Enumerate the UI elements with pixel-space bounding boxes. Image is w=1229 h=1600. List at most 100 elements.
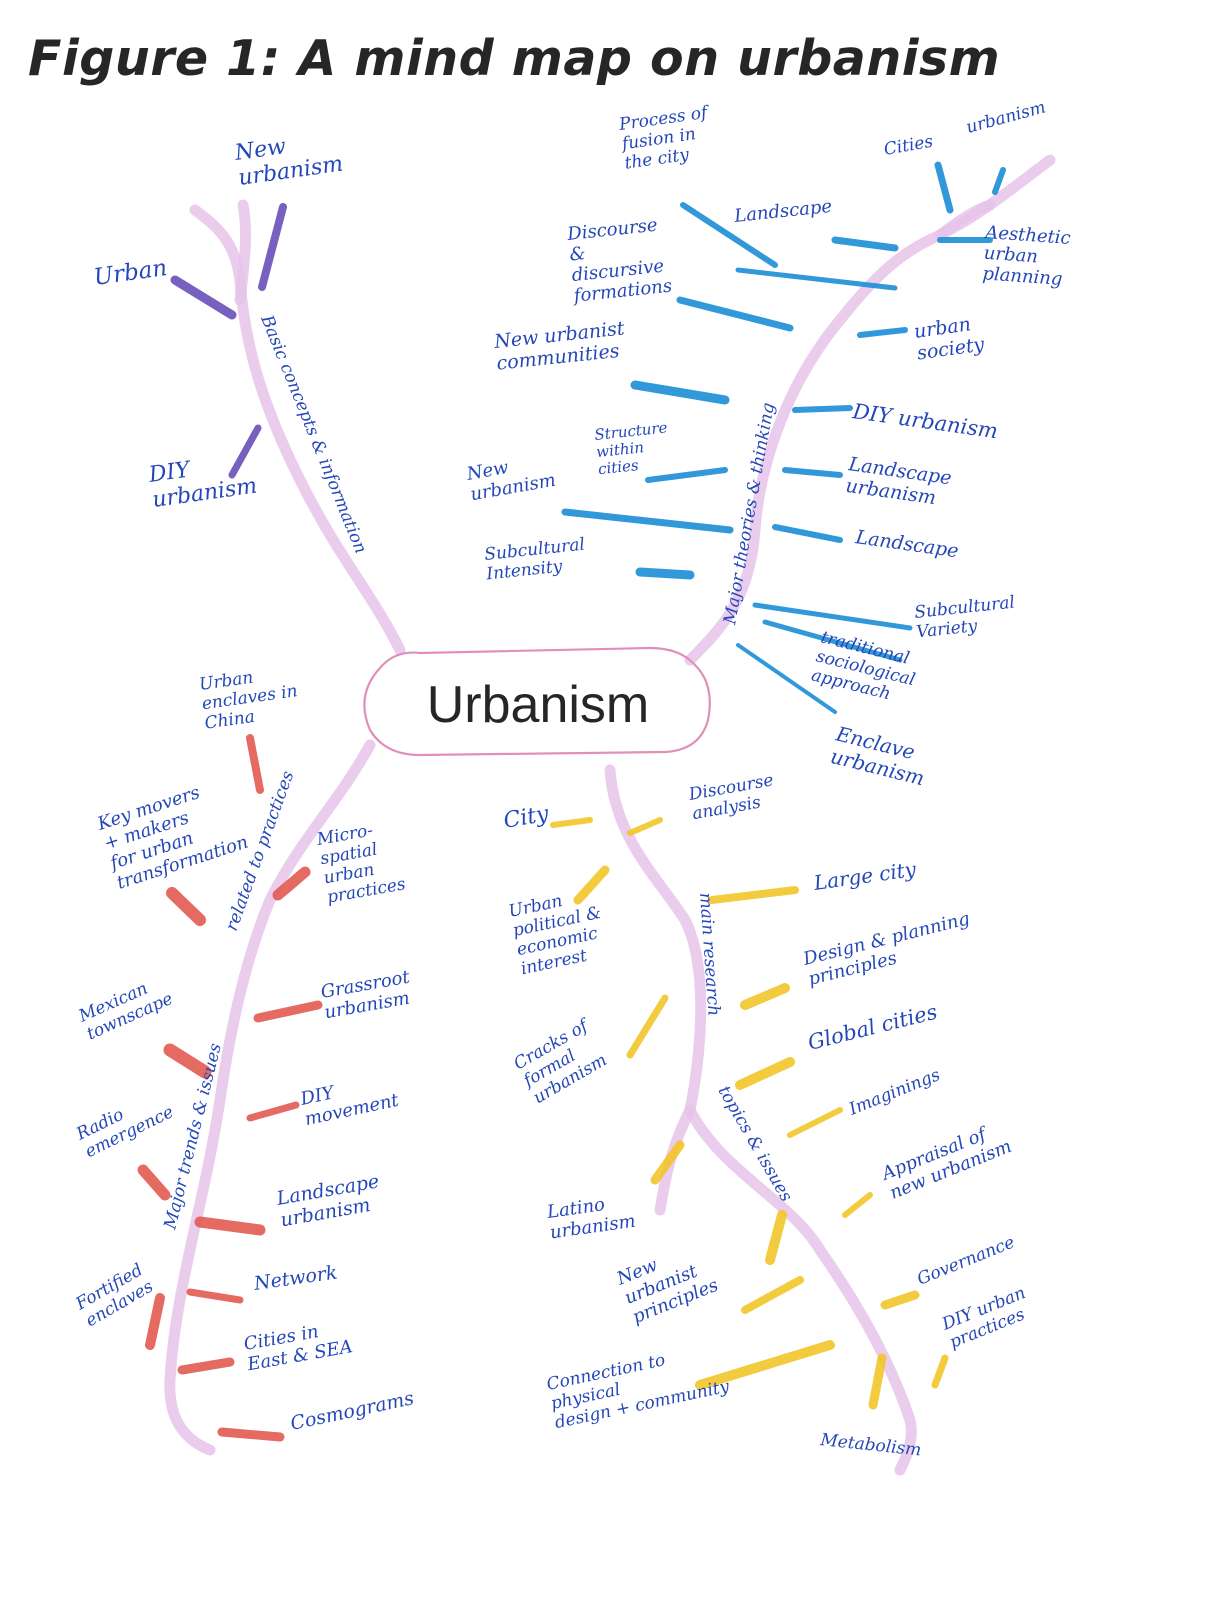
stroke-traditional: [762, 619, 903, 663]
label-blue-discourse-line: Discourse: [565, 215, 658, 245]
stroke-enclaves-china: [246, 734, 264, 794]
figure-title: Figure 1: A mind map on urbanism: [28, 30, 1001, 87]
label-blue-subcultural-variety: SubculturalVariety: [913, 593, 1017, 643]
label-yellow-imaginings: Imaginings: [845, 1065, 943, 1120]
stroke-appraisal: [842, 1192, 873, 1218]
label-yellow-design: Design & planningprinciples: [800, 908, 977, 990]
label-blue-cities-line: Cities: [882, 132, 934, 160]
label-blue-discourse: Discourse&discursiveformations: [564, 214, 673, 307]
stroke-formations: [676, 296, 794, 332]
label-blue-landscape-top: Landscape: [732, 196, 833, 227]
label-yellow-global-line: Global cities: [805, 999, 939, 1054]
stroke-landscape-urb: [194, 1216, 266, 1236]
label-yellow-imaginings-line: Imaginings: [845, 1065, 943, 1120]
label-blue-structure: Structurewithincities: [594, 418, 672, 478]
label-purple-urban-line: Urban: [92, 255, 169, 291]
stroke-discourse: [627, 817, 663, 836]
label-yellow-appraisal: Appraisal ofnew urbanism: [877, 1117, 1015, 1205]
stroke-connection: [695, 1340, 835, 1390]
label-purple-diy-line: DIY: [146, 457, 193, 488]
label-blue-structure-line: cities: [597, 456, 640, 478]
label-yellow-new-urbanist: Newurbanistprinciples: [613, 1236, 721, 1328]
stroke-subcultural-i: [635, 567, 695, 580]
label-yellow-political: Urbanpolitical &economicinterest: [507, 884, 611, 980]
stroke-political: [573, 865, 610, 905]
stroke-global: [735, 1057, 795, 1090]
label-yellow-city-line: City: [502, 801, 551, 834]
label-blue-diy: DIY urbanism: [850, 399, 999, 443]
stroke-key-movers: [166, 887, 206, 926]
stroke-network: [186, 1288, 244, 1304]
label-blue-new-urbanist: New urbanistcommunities: [492, 317, 628, 374]
stroke-diy-movement: [246, 1101, 300, 1122]
branch-theories-2: [934, 199, 996, 241]
label-red-landscape-urbanism: Landscapeurbanism: [274, 1170, 385, 1231]
stroke-micro-spatial: [272, 866, 311, 901]
label-yellow-city: City: [502, 801, 551, 834]
stroke-urban-society: [857, 327, 908, 338]
branch-practices: [164, 739, 376, 1456]
stroke-enclave: [736, 643, 837, 714]
label-red-network: Network: [252, 1262, 339, 1296]
stroke-urbanism-top: [992, 167, 1006, 195]
label-red-cosmograms: Cosmograms: [288, 1387, 416, 1435]
branch-lines: [164, 154, 1056, 1476]
stroke-new-urbanism: [258, 203, 287, 291]
label-blue-enclave: Enclaveurbanism: [827, 721, 932, 790]
stroke-diy-urban: [931, 1354, 949, 1389]
label-blue-urban-society: urbansociety: [913, 312, 986, 365]
label-red-grassroot: Grassrooturbanism: [319, 967, 415, 1024]
stroke-large-city: [708, 886, 799, 904]
label-yellow-governance-line: Governance: [914, 1232, 1017, 1289]
label-red-cities-east: Cities inEast & SEA: [241, 1316, 354, 1376]
stroke-cities: [934, 161, 954, 214]
label-blue-new-urbanism: Newurbanism: [464, 449, 557, 505]
label-blue-landscape-top-line: Landscape: [732, 196, 833, 227]
label-blue-subcultural-intensity: SubculturalIntensity: [482, 535, 587, 585]
label-red-mexican: Mexicantownscape: [75, 971, 176, 1045]
central-oval: [363, 646, 711, 757]
stroke-new-urbanist: [630, 380, 730, 405]
label-blue-traditional: traditionalsociologicalapproach: [809, 627, 922, 709]
label-blue-discourse-line: &: [568, 243, 586, 266]
stroke-mexican: [163, 1043, 212, 1079]
label-purple-new-urbanism: Newurbanism: [232, 127, 344, 192]
stroke-landscape-urb: [782, 467, 843, 478]
label-yellow-large-city-line: Large city: [811, 857, 918, 895]
stroke-design: [740, 983, 790, 1010]
label-red-cosmograms-line: Cosmograms: [288, 1387, 416, 1435]
label-blue-aesthetic: Aestheticurbanplanning: [980, 222, 1072, 290]
label-red-key-movers: Key movers+ makersfor urbantransformatio…: [93, 773, 251, 895]
label-blue-structure-line: within: [595, 438, 644, 461]
label-red-diy-movement: DIYmovement: [298, 1069, 402, 1130]
label-blue-urbanism-top-line: urbanism: [964, 97, 1048, 137]
label-red-network-line: Network: [252, 1262, 339, 1296]
label-blue-process: Process offusion inthe city: [616, 102, 717, 174]
stroke-subcultural-v: [752, 602, 913, 631]
stroke-radio: [137, 1164, 171, 1201]
stroke-grassroot: [253, 1000, 323, 1023]
stroke-governance: [880, 1290, 920, 1310]
label-red-radio: Radioemergence: [73, 1085, 177, 1163]
label-blue-urbanism-top: urbanism: [964, 97, 1048, 137]
label-yellow-large-city: Large city: [811, 857, 918, 895]
stroke-imaginings: [787, 1107, 843, 1138]
stroke-city: [550, 817, 593, 828]
label-yellow-diy-urban: DIY urbanpractices: [938, 1283, 1035, 1353]
label-blue-aesthetic-line: planning: [982, 263, 1063, 290]
stroke-structure: [645, 467, 728, 483]
label-yellow-discourse: Discourseanalysis: [686, 770, 778, 824]
stroke-discourse: [735, 267, 898, 291]
label-yellow-governance: Governance: [914, 1232, 1017, 1289]
stroke-metabolism: [868, 1353, 887, 1410]
stroke-fortified: [145, 1293, 165, 1350]
branch-basic-top: [234, 199, 252, 306]
branch-label-major-theories: Major theories & thinking: [720, 401, 779, 627]
label-blue-cities: Cities: [882, 132, 934, 160]
stroke-diy: [228, 424, 262, 479]
label-red-micro-spatial: Micro-spatialurbanpractices: [314, 816, 407, 907]
label-blue-landscape-urbanism: Landscapeurbanism: [843, 453, 953, 511]
label-yellow-cracks: Cracks offormalurbanism: [509, 1015, 613, 1109]
